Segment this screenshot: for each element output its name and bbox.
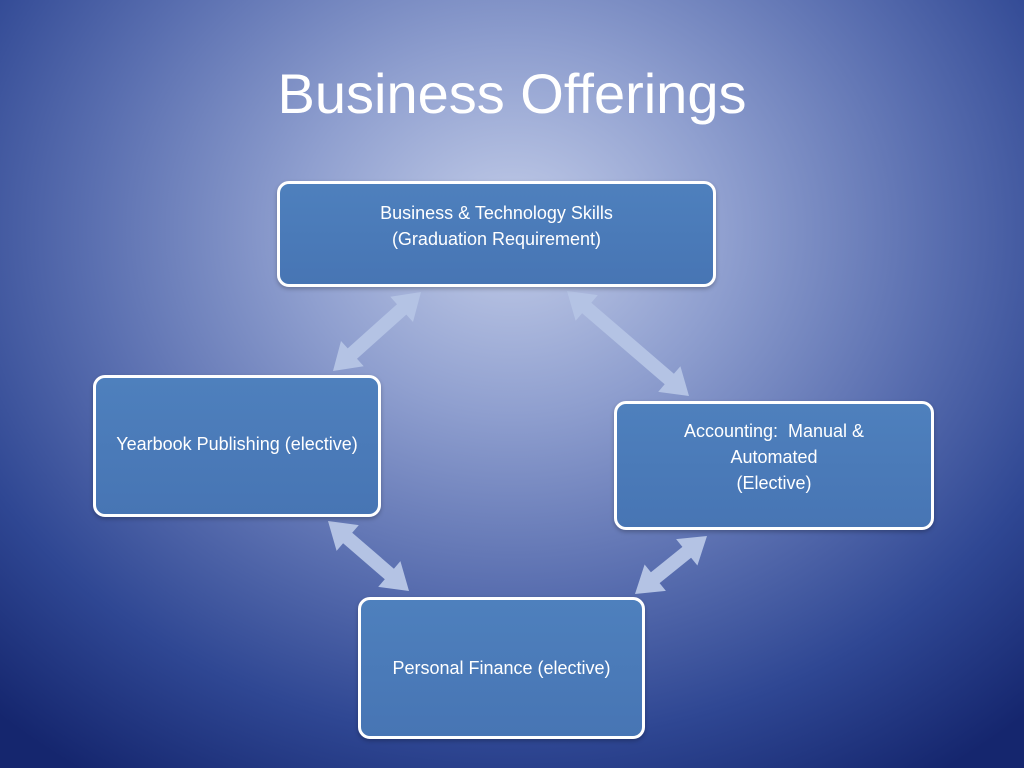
node-accounting-line-3: (Elective) xyxy=(736,473,812,493)
arrow-business-technology-accounting xyxy=(567,291,689,396)
node-accounting: Accounting: Manual & Automated (Elective… xyxy=(614,401,934,530)
arrow-yearbook-business-technology xyxy=(333,292,421,371)
arrow-accounting-personal-finance xyxy=(635,536,707,594)
node-business-technology-line-1: Business & Technology Skills xyxy=(380,203,613,223)
node-accounting-line-2: Automated xyxy=(730,447,818,467)
node-yearbook-publishing: Yearbook Publishing (elective) xyxy=(93,375,381,517)
slide-title: Business Offerings xyxy=(277,62,747,125)
node-personal-finance-line-1: Personal Finance (elective) xyxy=(392,658,611,678)
node-business-technology-line-2: (Graduation Requirement) xyxy=(391,229,602,249)
node-yearbook-publishing-line-1: Yearbook Publishing (elective) xyxy=(116,434,358,454)
node-business-technology: Business & Technology Skills (Graduation… xyxy=(277,181,716,287)
arrow-personal-finance-yearbook xyxy=(328,521,409,591)
node-personal-finance: Personal Finance (elective) xyxy=(358,597,645,739)
node-accounting-line-1: Accounting: Manual & xyxy=(683,421,865,441)
